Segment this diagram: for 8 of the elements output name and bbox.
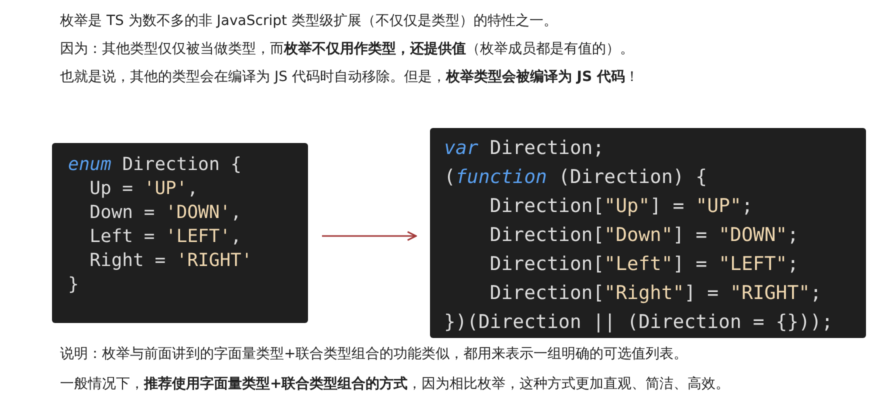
text-line: 枚举是 TS 为数不多的非 JavaScript 类型级扩展（不仅仅是类型）的特性之一。	[60, 12, 558, 30]
text-line: 因为：其他类型仅仅被当做类型，而枚举不仅用作类型，还提供值（枚举成员都是有值的）。	[60, 40, 634, 58]
code-block: var Direction; (function (Direction) { Direction["Up"] = "UP"; Direction["Down"] = "DOWN"; Direction["Left"] = "LEFT"; Direction["Right"] = "RIGHT"; })(Direction || (Direction = {}));	[430, 128, 866, 338]
text-line: 说明：枚举与前面讲到的字面量类型+联合类型组合的功能类似，都用来表示一组明确的可选值列表。	[60, 345, 688, 363]
text-line: 也就是说，其他的类型会在编译为 JS 代码时自动移除。但是，枚举类型会被编译为 JS 代码！	[60, 68, 639, 86]
text-line: 一般情况下，推荐使用字面量类型+联合类型组合的方式，因为相比枚举，这种方式更加直观、简洁、高效。	[60, 375, 730, 393]
arrow	[322, 231, 417, 241]
code-block: enum Direction { Up = 'UP', Down = 'DOWN', Left = 'LEFT', Right = 'RIGHT' }	[52, 143, 308, 323]
